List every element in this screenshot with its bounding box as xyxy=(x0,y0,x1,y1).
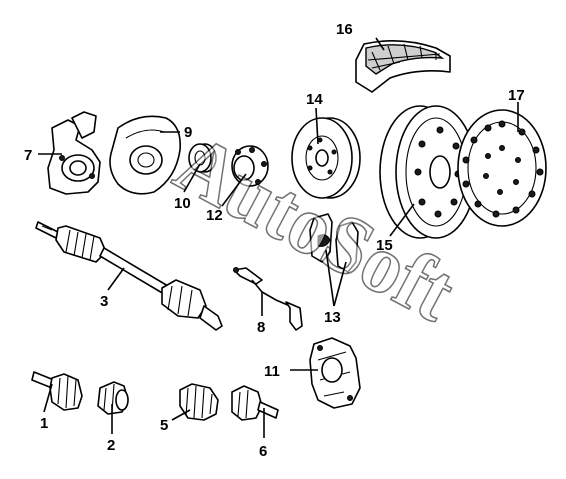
steering-knuckle xyxy=(47,111,101,195)
brake-disc xyxy=(291,117,361,199)
brake-pads xyxy=(309,213,359,273)
callout-10: 10 xyxy=(174,195,191,212)
cv-boot-large xyxy=(179,383,219,421)
leader-lines xyxy=(38,37,519,438)
callout-numbers: 1 2 3 5 6 7 8 9 10 11 12 13 14 15 16 17 xyxy=(24,21,525,460)
brake-caliper xyxy=(309,337,361,409)
callout-1: 1 xyxy=(40,415,48,432)
callout-12: 12 xyxy=(206,207,223,224)
callout-9: 9 xyxy=(184,124,192,141)
wheel-rim xyxy=(379,105,477,239)
wheel-cover xyxy=(457,109,547,227)
callout-8: 8 xyxy=(257,319,265,336)
callout-7: 7 xyxy=(24,147,32,164)
drive-shaft xyxy=(35,221,223,331)
wheel-hub xyxy=(231,145,269,187)
inner-cv-joint xyxy=(231,385,279,421)
cv-boot-small xyxy=(97,381,129,415)
outer-cv-joint xyxy=(31,371,83,411)
callout-14: 14 xyxy=(306,91,323,108)
callout-6: 6 xyxy=(259,443,267,460)
callout-11: 11 xyxy=(264,363,280,380)
callout-15: 15 xyxy=(376,237,393,254)
tire-section xyxy=(355,40,451,93)
dust-shield xyxy=(109,115,182,195)
callout-2: 2 xyxy=(107,437,115,454)
callout-5: 5 xyxy=(160,417,168,434)
callout-16: 16 xyxy=(336,21,353,38)
callout-3: 3 xyxy=(100,293,108,310)
brake-hose xyxy=(233,267,303,331)
callout-17: 17 xyxy=(508,87,525,104)
callout-13: 13 xyxy=(324,309,341,326)
